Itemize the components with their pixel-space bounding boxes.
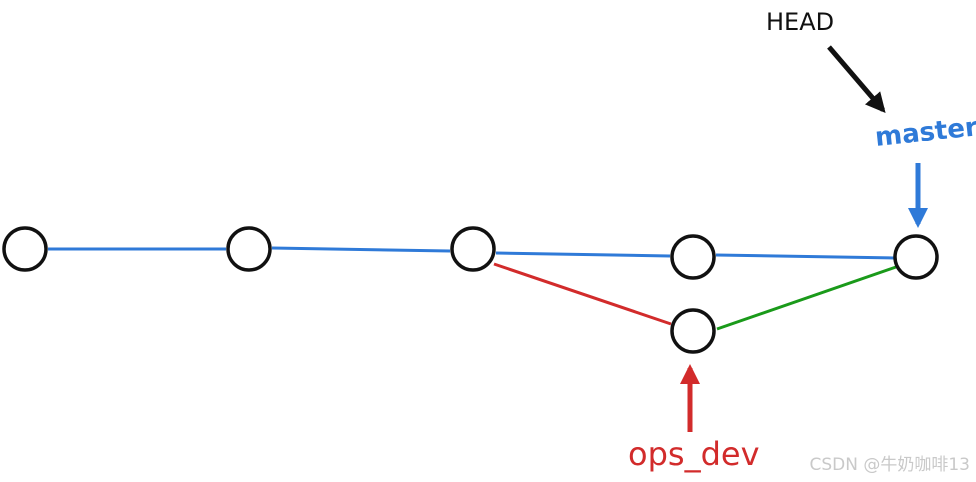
branch-line <box>493 262 672 326</box>
merge-line <box>716 265 897 331</box>
master-line-4 <box>715 253 895 260</box>
commit-node-4 <box>670 234 716 280</box>
master-line-3 <box>495 251 671 258</box>
commit-node-2 <box>226 226 272 272</box>
head-arrow <box>827 45 886 114</box>
commit-node-1 <box>2 226 48 272</box>
commit-node-5-merge <box>893 234 939 280</box>
head-label: HEAD <box>766 8 834 36</box>
ops-dev-label: ops_dev <box>628 435 760 473</box>
watermark: CSDN @牛奶咖啡13 <box>809 455 970 475</box>
master-line-2 <box>271 246 451 253</box>
master-label: master <box>874 112 976 153</box>
commit-node-3 <box>450 226 496 272</box>
commit-node-ops-dev <box>670 308 716 354</box>
